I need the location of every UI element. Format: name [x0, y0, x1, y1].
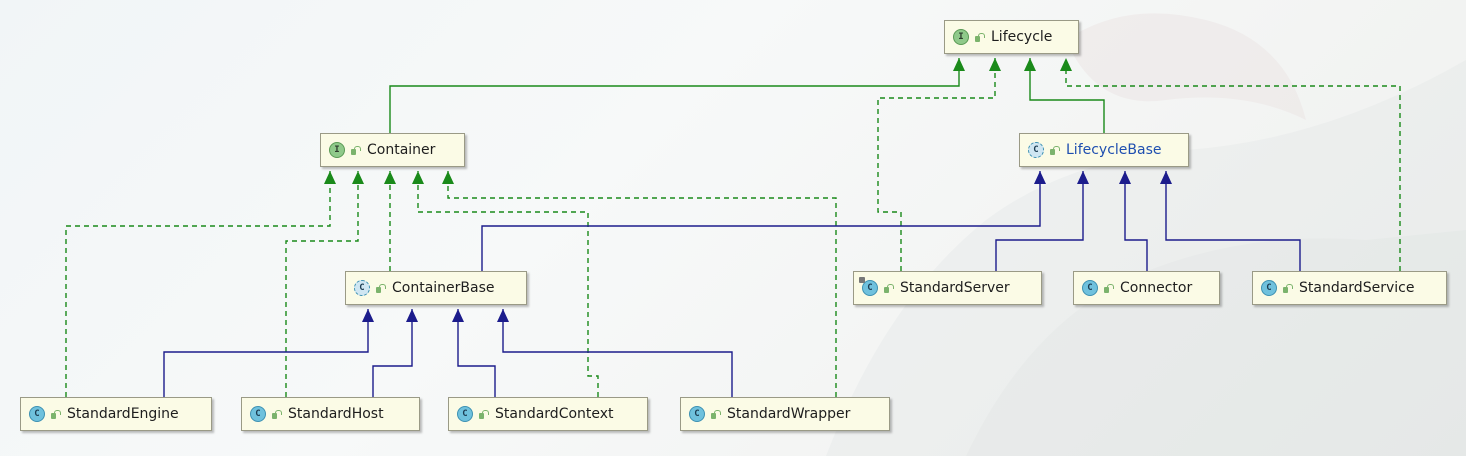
public-lock-icon — [376, 283, 386, 293]
edge-lifecyclebase-lifecycle — [1029, 58, 1105, 133]
node-label: Container — [367, 142, 436, 158]
edge-connector-lifecyclebase — [1124, 171, 1148, 271]
node-lifecycle-base[interactable]: C LifecycleBase — [1019, 133, 1189, 167]
public-lock-icon — [884, 283, 894, 293]
node-label: ContainerBase — [392, 280, 495, 296]
public-lock-icon — [1283, 283, 1293, 293]
node-lifecycle[interactable]: I Lifecycle — [944, 20, 1079, 54]
node-container[interactable]: I Container — [320, 133, 465, 167]
edge-standardservice-lifecyclebase — [1165, 171, 1301, 271]
node-label: Lifecycle — [991, 29, 1053, 45]
node-standard-host[interactable]: C StandardHost — [241, 397, 420, 431]
public-lock-icon — [51, 409, 61, 419]
class-icon: C — [1261, 280, 1277, 296]
node-label: StandardService — [1299, 280, 1415, 296]
node-label: StandardServer — [900, 280, 1010, 296]
interface-icon: I — [329, 142, 345, 158]
class-icon: C — [250, 406, 266, 422]
edge-container-lifecycle — [389, 58, 960, 133]
abstract-class-icon: C — [354, 280, 370, 296]
edge-standardengine-container — [65, 171, 331, 397]
edge-standardservice-lifecyclebase-arrowhead — [1160, 171, 1172, 184]
edge-standardservice-lifecycle — [1065, 58, 1401, 271]
interface-icon: I — [953, 29, 969, 45]
node-label: StandardContext — [495, 406, 614, 422]
class-icon: C — [689, 406, 705, 422]
edge-connector-lifecyclebase-arrowhead — [1119, 171, 1131, 184]
public-lock-icon — [479, 409, 489, 419]
edge-standardservice-lifecycle-arrowhead — [1060, 58, 1072, 71]
class-icon: C — [457, 406, 473, 422]
public-lock-icon — [711, 409, 721, 419]
public-lock-icon — [1050, 145, 1060, 155]
node-label: StandardHost — [288, 406, 384, 422]
class-icon: C — [1082, 280, 1098, 296]
node-connector[interactable]: C Connector — [1073, 271, 1220, 305]
edge-containerbase-lifecyclebase-arrowhead — [1034, 171, 1046, 184]
edge-standardhost-container — [285, 171, 359, 397]
edge-standardcontext-container-arrowhead — [412, 171, 424, 184]
edge-standardengine-containerbase — [163, 309, 369, 397]
edge-standardwrapper-container-arrowhead — [442, 171, 454, 184]
final-marker-icon — [859, 277, 865, 283]
node-standard-wrapper[interactable]: C StandardWrapper — [680, 397, 890, 431]
edge-standardcontext-container — [417, 171, 599, 397]
edge-standardserver-lifecyclebase — [995, 171, 1084, 271]
node-container-base[interactable]: C ContainerBase — [345, 271, 527, 305]
edge-containerbase-lifecyclebase — [481, 171, 1041, 271]
edge-standardwrapper-containerbase-arrowhead — [497, 309, 509, 322]
edge-standardcontext-containerbase-arrowhead — [452, 309, 464, 322]
edge-container-lifecycle-arrowhead — [953, 58, 965, 71]
class-icon: C — [859, 277, 878, 296]
edge-containerbase-container-arrowhead — [384, 171, 396, 184]
abstract-class-icon: C — [1028, 142, 1044, 158]
edge-standardhost-containerbase-arrowhead — [406, 309, 418, 322]
edge-standardhost-containerbase — [372, 309, 413, 397]
node-standard-server[interactable]: C StandardServer — [853, 271, 1042, 305]
node-standard-context[interactable]: C StandardContext — [448, 397, 648, 431]
edge-standardcontext-containerbase — [457, 309, 496, 397]
public-lock-icon — [975, 32, 985, 42]
edge-standardengine-containerbase-arrowhead — [362, 309, 374, 322]
edge-standardhost-container-arrowhead — [352, 171, 364, 184]
node-label: Connector — [1120, 280, 1193, 296]
node-label: StandardWrapper — [727, 406, 851, 422]
public-lock-icon — [1104, 283, 1114, 293]
node-standard-engine[interactable]: C StandardEngine — [20, 397, 212, 431]
node-standard-service[interactable]: C StandardService — [1252, 271, 1447, 305]
edge-standardwrapper-containerbase — [502, 309, 733, 397]
class-icon: C — [29, 406, 45, 422]
edge-standardserver-lifecycle-arrowhead — [989, 58, 1001, 71]
node-label: LifecycleBase — [1066, 142, 1162, 158]
edge-standardserver-lifecyclebase-arrowhead — [1077, 171, 1089, 184]
edge-standardserver-lifecycle — [877, 58, 996, 271]
node-label: StandardEngine — [67, 406, 179, 422]
public-lock-icon — [351, 145, 361, 155]
edge-standardengine-container-arrowhead — [324, 171, 336, 184]
public-lock-icon — [272, 409, 282, 419]
edge-standardwrapper-container — [447, 171, 837, 397]
edge-lifecyclebase-lifecycle-arrowhead — [1024, 58, 1036, 71]
